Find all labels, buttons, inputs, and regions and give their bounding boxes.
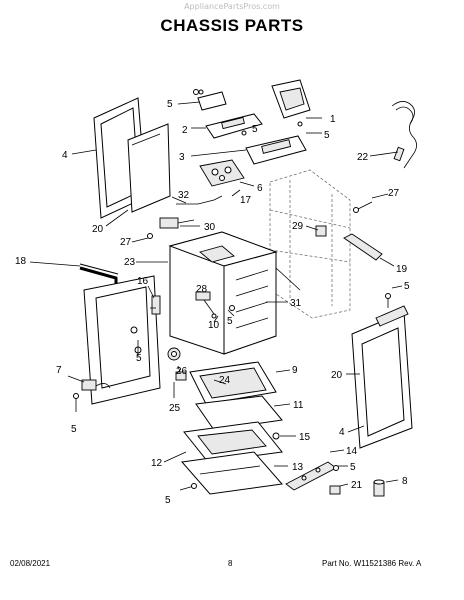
screw-5-bottom[interactable]	[179, 483, 197, 491]
callout-10: 10	[208, 320, 220, 331]
callout-26: 26	[176, 366, 188, 377]
callout-31: 31	[290, 298, 302, 309]
leveling-leg-19[interactable]	[343, 233, 383, 261]
footer-date: 02/08/2021	[10, 559, 51, 568]
callout-30: 30	[204, 222, 216, 233]
footer-part-number: Part No. W11521386 Rev. A	[322, 559, 422, 568]
power-cord-22[interactable]	[391, 101, 417, 169]
callout-5-top: 5	[167, 99, 173, 110]
screw-5-left[interactable]	[73, 393, 79, 413]
callout-5-rail: 5	[350, 462, 356, 473]
drawer-12[interactable]	[183, 421, 283, 463]
screw-27-left[interactable]	[147, 233, 153, 239]
callout-16: 16	[137, 276, 149, 287]
roller-21[interactable]	[329, 485, 341, 495]
drawer-bottom-13[interactable]	[181, 451, 283, 495]
callout-4-right: 4	[339, 427, 345, 438]
callout-6: 6	[257, 183, 263, 194]
page-title: CHASSIS PARTS	[160, 16, 304, 35]
igniter-26-25[interactable]	[167, 347, 187, 381]
callout-24: 24	[219, 375, 231, 386]
broiler-grid-11[interactable]	[195, 395, 283, 431]
callout-9: 9	[292, 365, 298, 376]
callout-labels: 1 2 3 4 4 5 5 5 5 5 5 5 5 5 6 7 8 9 10 1…	[15, 99, 410, 506]
callout-8: 8	[402, 476, 408, 487]
oven-cavity[interactable]	[168, 231, 278, 355]
callout-5-oven: 5	[227, 316, 233, 327]
callout-13: 13	[292, 462, 304, 473]
callout-15: 15	[299, 432, 311, 443]
screw-15[interactable]	[272, 432, 280, 440]
door-right[interactable]	[351, 305, 413, 449]
front-frame[interactable]	[83, 275, 161, 405]
callout-1: 1	[330, 114, 336, 125]
callout-5-frame: 5	[136, 353, 142, 364]
callout-5-tray: 5	[252, 124, 258, 135]
screw-27-right[interactable]	[353, 201, 373, 213]
gas-tube-32[interactable]	[176, 195, 223, 205]
screw-5-top-left[interactable]	[193, 89, 199, 95]
watermark: AppliancePartsPros.com	[184, 2, 280, 11]
burner-cap-1[interactable]	[271, 79, 311, 119]
callout-27-right: 27	[388, 188, 400, 199]
footer-page-number: 8	[228, 559, 233, 568]
rear-panel-outline	[269, 169, 351, 319]
burner-tray-large-3[interactable]	[245, 135, 307, 165]
valve-7[interactable]	[81, 379, 111, 391]
broiler-pan-9-24[interactable]	[189, 361, 277, 405]
hinge-16[interactable]	[151, 295, 161, 315]
callout-25: 25	[169, 403, 181, 414]
callout-18: 18	[15, 256, 27, 267]
callout-19: 19	[396, 264, 408, 275]
screw-5-oven[interactable]	[229, 305, 235, 311]
callout-7: 7	[56, 365, 62, 376]
igniter-bracket-6-17[interactable]	[199, 159, 245, 187]
callout-5-burner: 5	[324, 130, 330, 141]
callout-27-left: 27	[120, 237, 132, 248]
burner-tray-3[interactable]	[205, 113, 263, 139]
callout-28: 28	[196, 284, 208, 295]
callout-29: 29	[292, 221, 304, 232]
thermostat-28-10[interactable]	[195, 291, 217, 319]
callout-21: 21	[351, 480, 363, 491]
callout-2: 2	[182, 125, 188, 136]
screw-5-rail[interactable]	[333, 465, 339, 471]
callout-17: 17	[240, 195, 252, 206]
callout-20-left: 20	[92, 224, 104, 235]
gas-valve-30[interactable]	[159, 217, 195, 229]
door-frame-left[interactable]	[93, 97, 171, 219]
callout-22: 22	[357, 152, 369, 163]
callout-4-left: 4	[62, 150, 68, 161]
burner-cap-2[interactable]	[197, 91, 227, 111]
callout-20-right: 20	[331, 370, 343, 381]
callout-32: 32	[178, 190, 190, 201]
rear-bracket-29[interactable]	[315, 225, 327, 237]
callout-5-door: 5	[404, 281, 410, 292]
screw-5-right[interactable]	[385, 293, 391, 309]
callout-12: 12	[151, 458, 163, 469]
foot-8[interactable]	[373, 479, 385, 497]
callout-11: 11	[293, 400, 304, 411]
callout-23: 23	[124, 257, 136, 268]
callout-3: 3	[179, 152, 185, 163]
callout-5-drawer: 5	[165, 495, 171, 506]
callout-14: 14	[346, 446, 358, 457]
callout-5-valve: 5	[71, 424, 77, 435]
